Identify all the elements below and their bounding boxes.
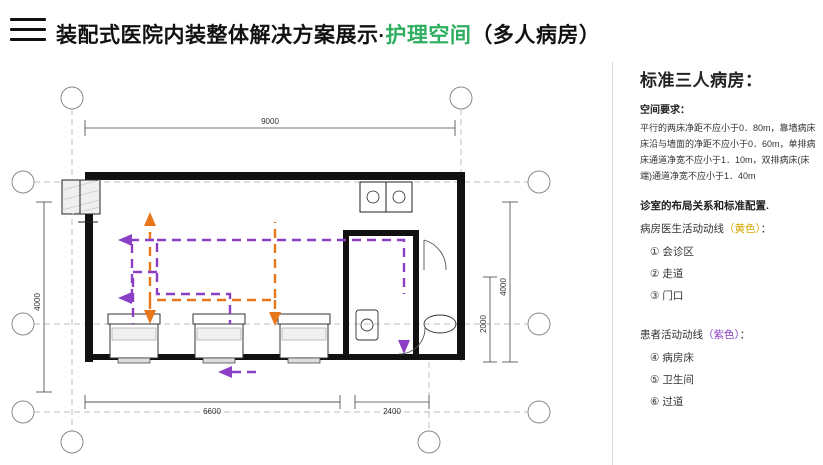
list-item: ① 会诊区 <box>650 246 694 258</box>
grid-bubble <box>11 170 35 194</box>
grid-bubble <box>60 430 84 454</box>
grid-bubble <box>11 312 35 336</box>
patient-flow-label: 患者活动动线 <box>640 329 703 341</box>
list-item: ③ 门口 <box>650 290 684 302</box>
hamburger-bar-1 <box>10 18 46 21</box>
patient-flow-color-note: （紫色） <box>703 329 740 341</box>
floor-plan-drawing: 9000 4000 4000 2000 6600 2400 <box>0 62 612 465</box>
space-requirement-label: 空间要求： <box>640 105 690 116</box>
bed-group-1 <box>107 313 161 364</box>
vertical-divider <box>612 62 613 465</box>
grid-bubble <box>60 86 84 110</box>
title-tail: （多人病房） <box>471 24 601 47</box>
hamburger-bar-2 <box>10 28 46 31</box>
title-main: 装配式医院内装整体解决方案展示 <box>56 24 379 47</box>
grid-bubble <box>417 430 441 454</box>
grid-bubble <box>11 400 35 424</box>
dim-top-label: 9000 <box>261 117 279 126</box>
staff-flow-line: 病房医生活动动线（黄色）： <box>640 219 820 239</box>
space-requirement-text: 平行的两床净距不应小于0．80m，靠墙病床床沿与墙面的净距不应小于0．60m，单… <box>640 123 816 181</box>
staff-flow-colon: ： <box>760 223 772 235</box>
page-title: 装配式医院内装整体解决方案展示·护理空间（多人病房） <box>56 19 600 49</box>
title-separator: · <box>378 26 386 47</box>
page-header: 装配式医院内装整体解决方案展示·护理空间（多人病房） <box>0 0 823 62</box>
dim-bottom-left-label: 6600 <box>203 407 221 416</box>
staff-flow-color-note: （黄色） <box>724 223 761 235</box>
staff-flow-arrowheads <box>144 212 281 326</box>
config-label: 诊室的布局关系和标准配置. <box>640 200 769 212</box>
grid-bubble <box>449 86 473 110</box>
patient-flow-line: 患者活动动线（紫色）： <box>640 325 820 345</box>
hamburger-bar-3 <box>10 38 46 41</box>
door-swing-2 <box>398 327 426 355</box>
staff-flow-path <box>148 217 277 314</box>
patient-flow-arrowheads <box>118 234 410 378</box>
panel-heading: 标准三人病房： <box>640 71 763 90</box>
bed-group-3 <box>277 313 331 364</box>
title-accent: 护理空间 <box>385 24 472 47</box>
hamburger-menu-icon[interactable] <box>10 18 46 44</box>
grid-bubble <box>527 400 551 424</box>
list-item: ④ 病房床 <box>650 352 694 364</box>
patient-flow-path <box>130 238 406 324</box>
grid-bubble <box>527 170 551 194</box>
staff-flow-list: ① 会诊区 ② 走道 ③ 门口 <box>640 241 820 307</box>
info-panel: 标准三人病房： 空间要求： 平行的两床净距不应小于0．80m，靠墙病床床沿与墙面… <box>640 66 820 413</box>
grid-bubble <box>527 312 551 336</box>
list-item: ② 走道 <box>650 268 684 280</box>
dim-right-upper-label: 4000 <box>499 278 508 296</box>
bed-group-2 <box>192 313 246 364</box>
patient-flow-colon: ： <box>739 329 751 341</box>
dim-right-lower-label: 2000 <box>479 315 488 333</box>
list-item: ⑤ 卫生间 <box>650 374 694 386</box>
dim-left-label: 4000 <box>33 293 42 311</box>
staff-flow-label: 病房医生活动动线 <box>640 223 724 235</box>
window-marks <box>78 180 98 223</box>
door-swing <box>423 239 447 271</box>
dim-bottom-right-label: 2400 <box>383 407 401 416</box>
bathroom-fixtures <box>355 309 457 341</box>
top-right-fixtures <box>359 181 413 213</box>
patient-flow-list: ④ 病房床 ⑤ 卫生间 ⑥ 过道 <box>640 347 820 413</box>
column-hatch <box>61 179 101 215</box>
list-item: ⑥ 过道 <box>650 396 684 408</box>
